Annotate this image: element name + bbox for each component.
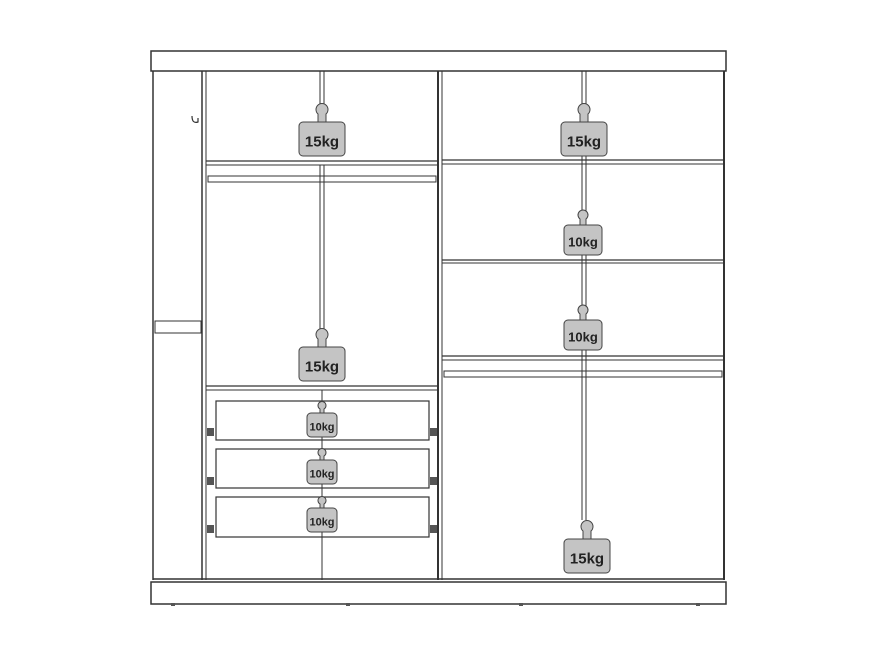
narrow-section-handle [154,320,202,334]
weight-label: 10kg [568,330,598,345]
right-hanging-rail [443,370,723,378]
weight-label: 10kg [309,516,334,528]
weight-label: 15kg [570,550,604,567]
weight-icon-right-hanging-rail: 15kg [563,520,611,574]
weight-label: 10kg [309,468,334,480]
weight-label: 15kg [305,133,339,150]
weight-icon-drawer-1: 10kg [306,401,338,438]
left-hanging-rail [207,175,437,183]
weight-icon-left-hanging-rail: 15kg [298,328,346,382]
weight-label: 10kg [309,421,334,433]
weight-icon-right-top-shelf: 15kg [560,103,608,157]
weight-icon-left-top-shelf: 15kg [298,103,346,157]
weight-label: 10kg [568,235,598,250]
weight-icon-drawer-2: 10kg [306,448,338,485]
weight-label: 15kg [305,358,339,375]
wardrobe-top-panel [150,50,727,72]
weight-label: 15kg [567,133,601,150]
weight-icon-right-shelf-3: 10kg [563,304,603,351]
weight-icon-right-shelf-2: 10kg [563,209,603,256]
hook-icon [191,115,199,123]
wardrobe-base-plinth [150,581,727,605]
weight-icon-drawer-3: 10kg [306,496,338,533]
